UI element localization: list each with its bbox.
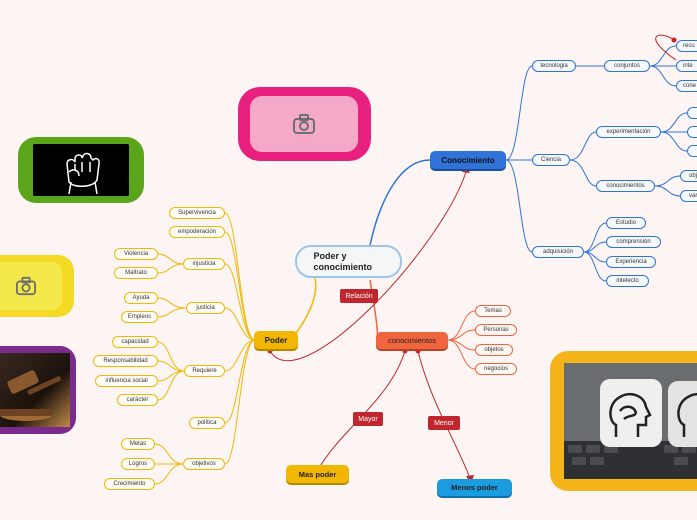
camera-icon — [293, 114, 315, 134]
relation-mayor-line — [317, 350, 406, 471]
pink-image-frame — [238, 87, 371, 161]
subtopic-inte[interactable]: inte — [676, 60, 697, 72]
subtopic-violencia[interactable]: Violencia — [114, 248, 158, 260]
relation-loop-line — [655, 34, 677, 61]
subtopic-supervivencia[interactable]: Supervivencia — [169, 207, 225, 219]
subtopic-ciencia[interactable]: Ciencia — [532, 154, 570, 166]
subtopic-personas[interactable]: Personas — [475, 324, 517, 336]
orange-image-frame — [550, 351, 697, 491]
subtopic-exp-1[interactable] — [687, 107, 697, 119]
yellow-image-frame — [0, 255, 74, 317]
main-topic-conocimientos[interactable]: conocimientos — [376, 332, 448, 349]
connector-conocimiento-subtopics — [505, 45, 688, 282]
subtopic-crecimiento[interactable]: Crecimiento — [104, 478, 155, 490]
main-topic-menos-poder[interactable]: Menos poder — [437, 479, 512, 496]
subtopic-empoderacion[interactable]: empoderación — [169, 226, 225, 238]
subtopic-requiere[interactable]: Requiere — [184, 365, 225, 377]
subtopic-intelecto[interactable]: intelecto — [606, 275, 649, 287]
relation-relacion-label[interactable]: Relación — [340, 289, 378, 303]
main-topic-conocimiento[interactable]: Conocimiento — [430, 151, 506, 169]
subtopic-maltrato[interactable]: Maltrato — [114, 267, 158, 279]
central-topic-label: Poder y conocimiento — [313, 250, 373, 272]
connector-central-conocimiento — [369, 159, 431, 246]
subtopic-comprension[interactable]: comprensión — [606, 236, 661, 248]
subtopic-politica[interactable]: política — [189, 417, 225, 429]
relation-relacion-line — [269, 171, 467, 361]
subtopic-capacidad[interactable]: capacidad — [112, 336, 158, 348]
brain-dice-photo — [564, 363, 697, 479]
subtopic-ayuda[interactable]: Ayuda — [124, 292, 158, 304]
gavel-photo — [0, 353, 70, 427]
subtopic-metas[interactable]: Metas — [121, 438, 155, 450]
subtopic-temas[interactable]: Temas — [475, 305, 511, 317]
subtopic-recu[interactable]: recu — [676, 40, 697, 52]
subtopic-obj[interactable]: obj — [680, 170, 697, 182]
relation-menor-line — [417, 350, 471, 479]
subtopic-empleos[interactable]: Empleos — [121, 311, 158, 323]
subtopic-objetivos[interactable]: objetivos — [183, 458, 225, 470]
subtopic-adquisicion[interactable]: adquisición — [532, 246, 584, 258]
relation-menor-label[interactable]: Menor — [428, 416, 460, 430]
camera-icon — [16, 276, 36, 296]
subtopic-cone[interactable]: cone — [676, 80, 697, 92]
subtopic-conjuntos[interactable]: conjuntos — [604, 60, 650, 72]
purple-image-frame — [0, 346, 76, 434]
subtopic-tecnologia[interactable]: tecnologia — [532, 60, 576, 72]
subtopic-experiencia[interactable]: Experiencia — [606, 256, 656, 268]
subtopic-objetos[interactable]: objetos — [475, 344, 513, 356]
subtopic-exp-2[interactable] — [687, 126, 697, 138]
subtopic-negocios[interactable]: negocios — [475, 363, 517, 375]
subtopic-caracter[interactable]: carácter — [117, 394, 158, 406]
subtopic-influencia-social[interactable]: influencia social — [95, 375, 158, 387]
relation-mayor-label[interactable]: Mayor — [353, 412, 383, 426]
green-image-frame — [18, 137, 144, 203]
connector-conocimientos-subtopics — [447, 310, 476, 370]
main-topic-mas-poder[interactable]: Mas poder — [286, 465, 349, 483]
subtopic-var[interactable]: var — [680, 190, 697, 202]
subtopic-justicia[interactable]: justicia — [186, 302, 225, 314]
subtopic-logros[interactable]: Logros — [121, 458, 155, 470]
subtopic-injusticia[interactable]: injusticia — [183, 258, 225, 270]
connector-poder-subtopics — [154, 212, 256, 485]
subtopic-estudio[interactable]: Estudio — [606, 217, 646, 229]
central-topic[interactable]: Poder y conocimiento — [295, 245, 402, 278]
subtopic-experimentacion[interactable]: experimentación — [596, 126, 661, 138]
subtopic-exp-3[interactable] — [687, 145, 697, 157]
fist-illustration — [33, 144, 129, 196]
main-topic-poder[interactable]: Poder — [254, 331, 298, 349]
subtopic-conocimientos-ciencia[interactable]: conocimientos — [596, 180, 655, 192]
subtopic-responsabilidad[interactable]: Responsabilidad — [93, 355, 158, 367]
